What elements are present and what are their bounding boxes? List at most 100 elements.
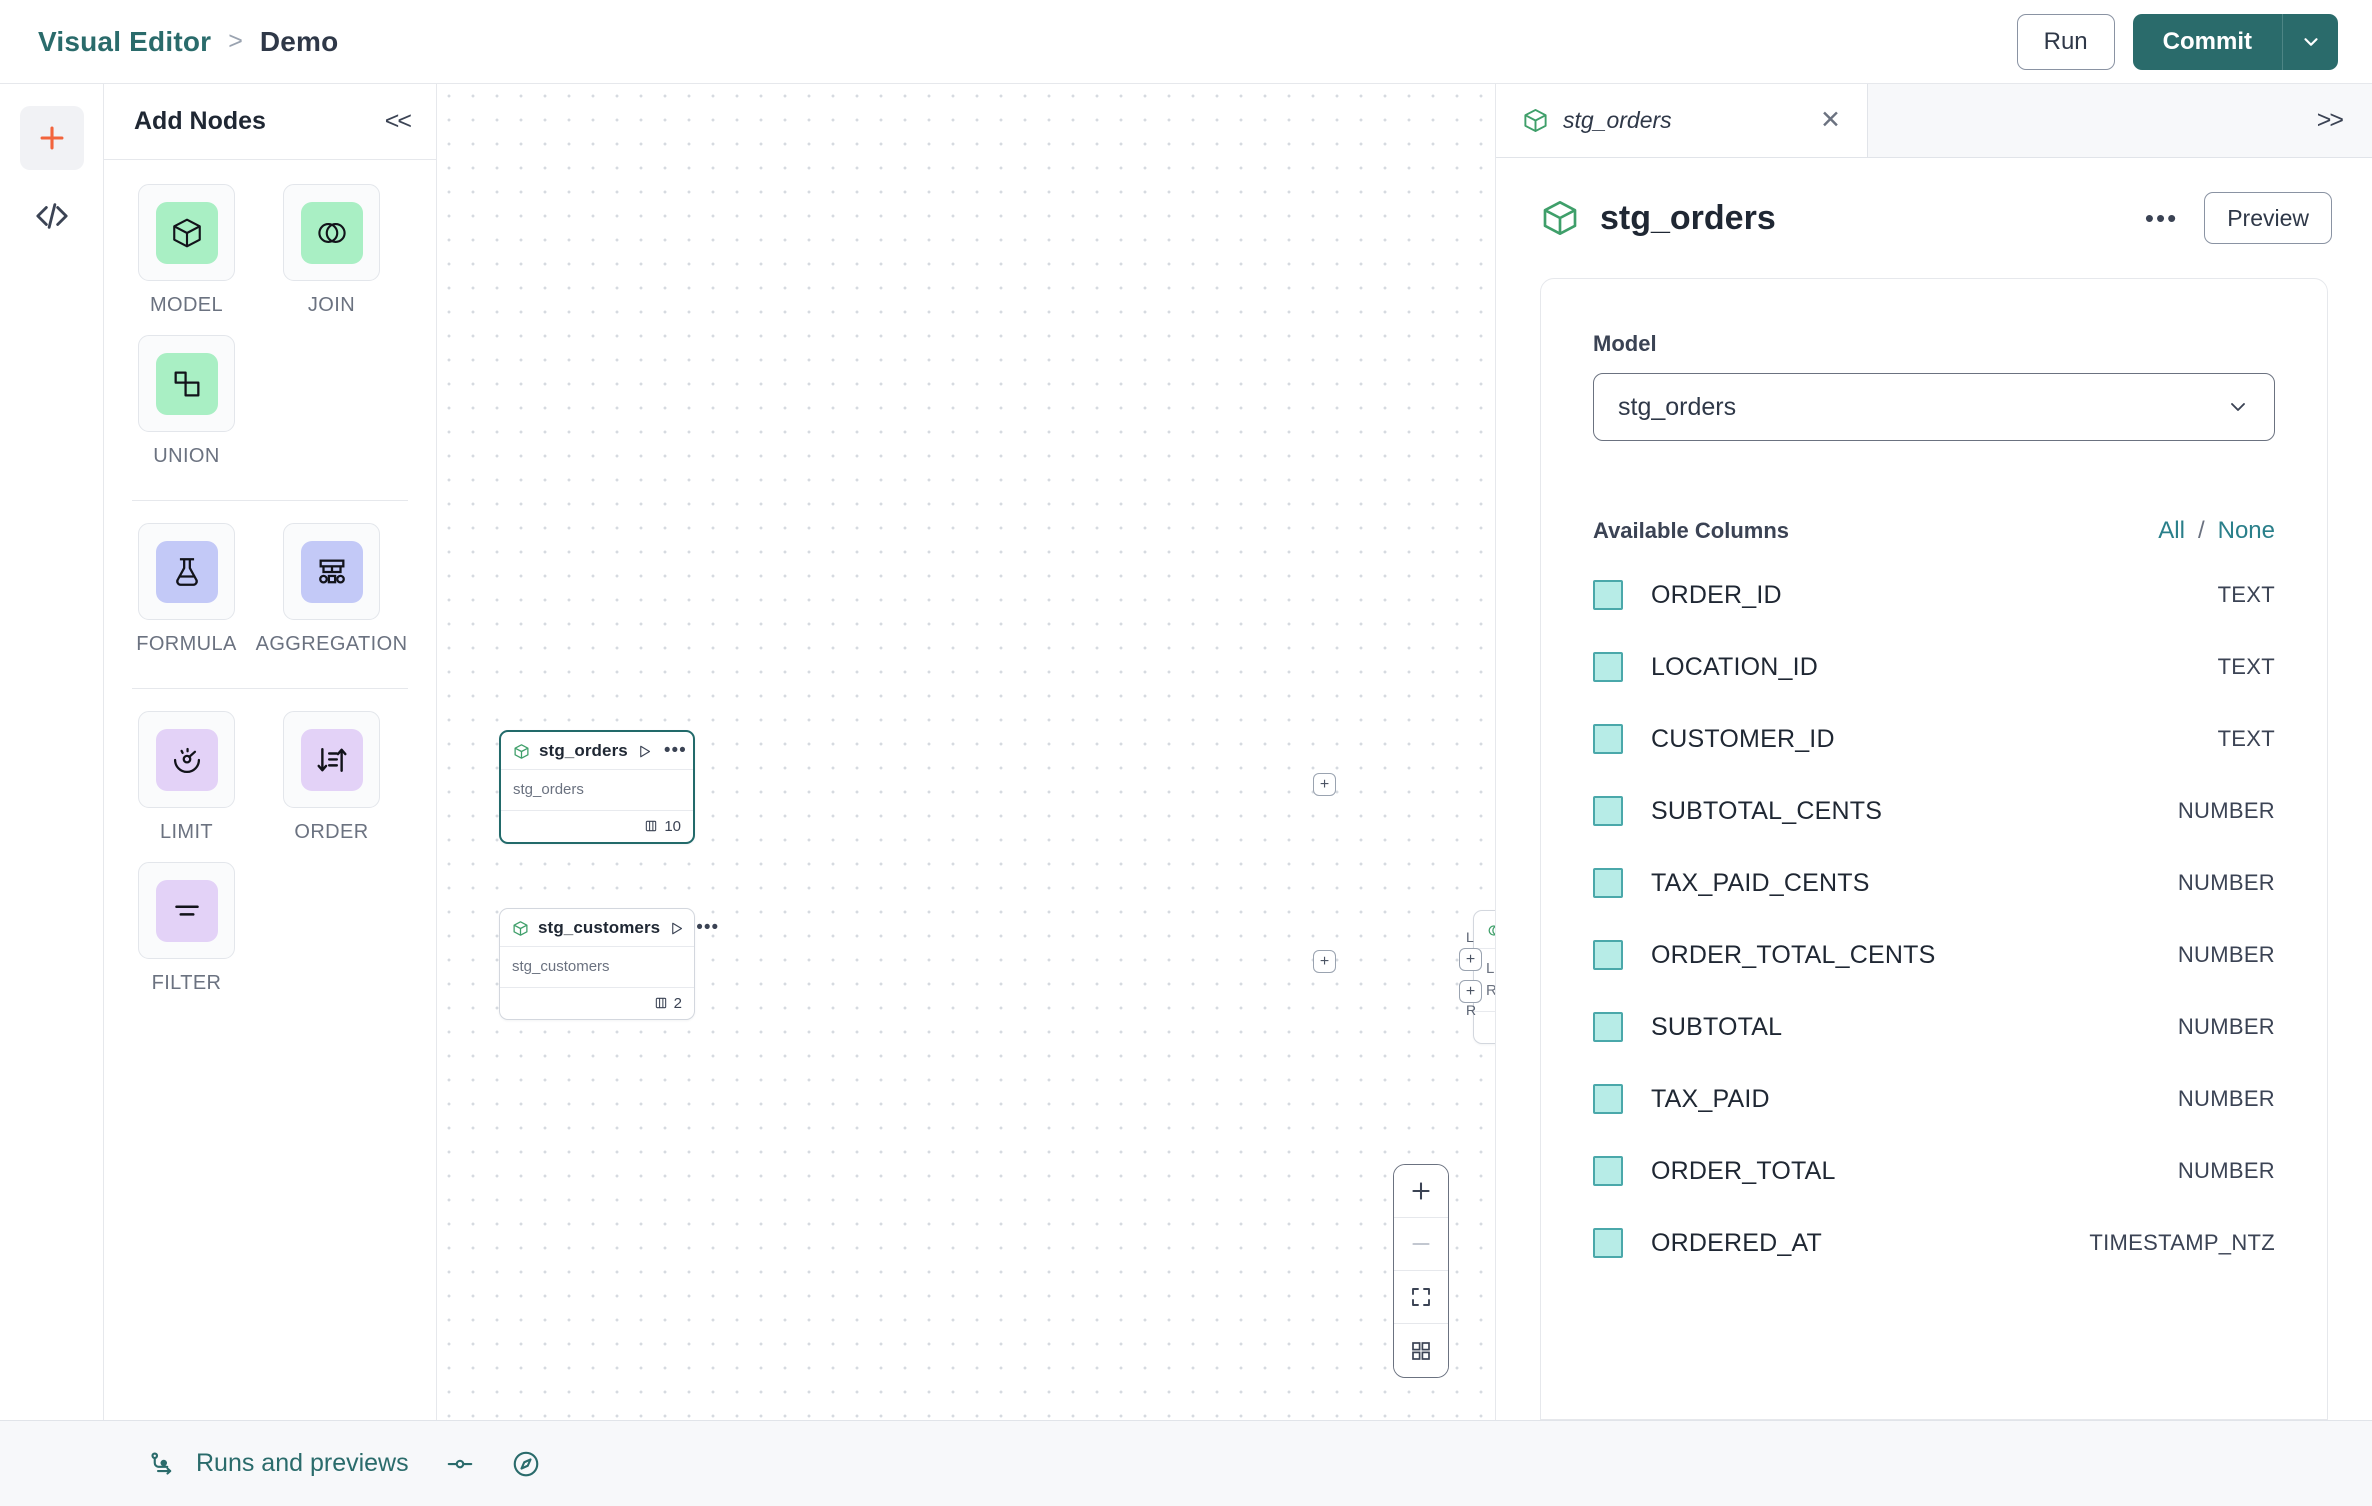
union-icon (174, 371, 199, 396)
run-node-icon[interactable] (637, 744, 652, 759)
zoom-out-button[interactable] (1394, 1218, 1448, 1271)
node-type-formula[interactable]: FORMULA (126, 523, 247, 656)
node-chip (300, 728, 363, 791)
node-type-order[interactable]: ORDER (271, 711, 392, 844)
column-row[interactable]: SUBTOTAL NUMBER (1593, 991, 2275, 1063)
runs-and-previews-label: Runs and previews (196, 1449, 409, 1477)
node-card (138, 523, 235, 620)
node-type-label: UNION (153, 445, 220, 467)
node-chip (155, 201, 218, 264)
graph-node-join-1[interactable]: Join 1 ••• Left: All columns Right: All … (1473, 910, 1495, 1044)
column-checkbox[interactable] (1593, 652, 1623, 682)
column-type: TEXT (2217, 582, 2275, 607)
rail-code-button[interactable] (20, 184, 84, 248)
limit-icon (173, 747, 200, 773)
grid-toggle-button[interactable] (1394, 1324, 1448, 1377)
column-type: NUMBER (2177, 798, 2275, 823)
zoom-in-button[interactable] (1394, 1165, 1448, 1218)
node-type-limit[interactable]: LIMIT (126, 711, 247, 844)
column-checkbox[interactable] (1593, 940, 1623, 970)
run-button[interactable]: Run (2016, 13, 2115, 70)
column-type: NUMBER (2177, 942, 2275, 967)
preview-button[interactable]: Preview (2204, 192, 2332, 244)
details-panel: stg_orders ✕ >> stg_orders ••• Preview (1496, 84, 2372, 1420)
rail-add-node-button[interactable] (19, 106, 84, 170)
stg-orders-output-port[interactable]: + (1313, 773, 1336, 796)
column-row[interactable]: ORDERED_AT TIMESTAMP_NTZ (1593, 1207, 2275, 1279)
graph-canvas[interactable]: stg_orders ••• stg_orders 10 + (437, 84, 1496, 1420)
column-row[interactable]: LOCATION_ID TEXT (1593, 631, 2275, 703)
column-row[interactable]: TAX_PAID_CENTS NUMBER (1593, 847, 2275, 919)
select-all-link[interactable]: All (2158, 517, 2185, 544)
graph-node-body: Left: All columns Right: All columns (1474, 949, 1495, 1012)
graph-node-body: stg_customers (500, 947, 694, 988)
breadcrumb-root[interactable]: Visual Editor (38, 25, 212, 57)
cube-icon (1540, 198, 1580, 238)
node-type-join[interactable]: JOIN (271, 184, 392, 317)
graph-node-stg-orders[interactable]: stg_orders ••• stg_orders 10 (499, 730, 695, 844)
graph-node-footer: 12 (1474, 1012, 1495, 1043)
select-none-link[interactable]: None (2217, 517, 2275, 544)
node-type-filter[interactable]: FILTER (126, 862, 247, 995)
commit-button[interactable]: Commit (2132, 13, 2282, 70)
graph-node-column-count: 2 (673, 994, 682, 1012)
column-checkbox[interactable] (1593, 580, 1623, 610)
node-chip (155, 540, 218, 603)
bottom-bar: Runs and previews (0, 1420, 2372, 1506)
node-group-divider (132, 688, 408, 689)
graph-node-stg-customers[interactable]: stg_customers ••• stg_customers 2 (499, 908, 718, 1020)
column-checkbox[interactable] (1593, 724, 1623, 754)
collapse-panel-icon[interactable]: << (384, 107, 412, 135)
graph-node-footer: 10 (501, 811, 693, 842)
top-actions: Run Commit (2016, 13, 2338, 70)
column-checkbox[interactable] (1593, 796, 1623, 826)
column-checkbox[interactable] (1593, 1012, 1623, 1042)
node-type-union[interactable]: UNION (126, 335, 247, 468)
chevron-down-icon (2226, 395, 2250, 419)
graph-node-header: stg_orders ••• (501, 732, 693, 770)
join-left-input-port[interactable]: + (1459, 948, 1482, 971)
cube-icon (512, 919, 529, 938)
column-row[interactable]: ORDER_ID TEXT (1593, 559, 2275, 631)
column-checkbox[interactable] (1593, 1228, 1623, 1258)
fit-view-icon (1412, 1288, 1430, 1306)
cube-icon (1522, 107, 1549, 134)
node-chip (300, 201, 363, 264)
close-icon[interactable]: ✕ (1820, 106, 1841, 134)
node-type-aggregation[interactable]: AGGREGATION (256, 523, 407, 656)
node-card (138, 184, 235, 281)
column-checkbox[interactable] (1593, 1156, 1623, 1186)
node-type-label: JOIN (307, 294, 356, 316)
commit-dropdown-button[interactable] (2282, 13, 2338, 70)
node-more-icon[interactable]: ••• (663, 740, 687, 761)
node-type-model[interactable]: MODEL (126, 184, 247, 317)
node-card (138, 711, 235, 808)
model-select-value: stg_orders (1618, 392, 1737, 421)
tab-stg-orders[interactable]: stg_orders ✕ (1496, 84, 1868, 157)
compass-icon[interactable] (511, 1449, 541, 1479)
grid-toggle-icon (1412, 1341, 1430, 1360)
fit-view-button[interactable] (1394, 1271, 1448, 1324)
column-checkbox[interactable] (1593, 868, 1623, 898)
column-checkbox[interactable] (1593, 1084, 1623, 1114)
column-row[interactable]: CUSTOMER_ID TEXT (1593, 703, 2275, 775)
column-name: TAX_PAID_CENTS (1651, 868, 1870, 897)
column-row[interactable]: SUBTOTAL_CENTS NUMBER (1593, 775, 2275, 847)
expand-panel-icon[interactable]: >> (2316, 106, 2344, 134)
column-select-links: All / None (2158, 517, 2275, 545)
details-more-icon[interactable]: ••• (2144, 203, 2179, 233)
add-nodes-header: Add Nodes << (104, 84, 436, 160)
node-group-rowops: LIMIT ORDER (126, 711, 414, 1013)
model-select[interactable]: stg_orders (1593, 373, 2275, 441)
column-row[interactable]: ORDER_TOTAL_CENTS NUMBER (1593, 919, 2275, 991)
stg-customers-output-port[interactable]: + (1313, 950, 1336, 973)
graph-node-actions: ••• (669, 917, 720, 938)
join-right-input-port[interactable]: + (1459, 980, 1482, 1003)
run-node-icon[interactable] (669, 921, 684, 936)
column-row[interactable]: ORDER_TOTAL NUMBER (1593, 1135, 2275, 1207)
join-right-port-label: R (1466, 1002, 1477, 1018)
toggle-icon[interactable] (445, 1449, 475, 1479)
column-row[interactable]: TAX_PAID NUMBER (1593, 1063, 2275, 1135)
runs-and-previews-button[interactable]: Runs and previews (148, 1449, 409, 1479)
node-more-icon[interactable]: ••• (696, 917, 720, 938)
